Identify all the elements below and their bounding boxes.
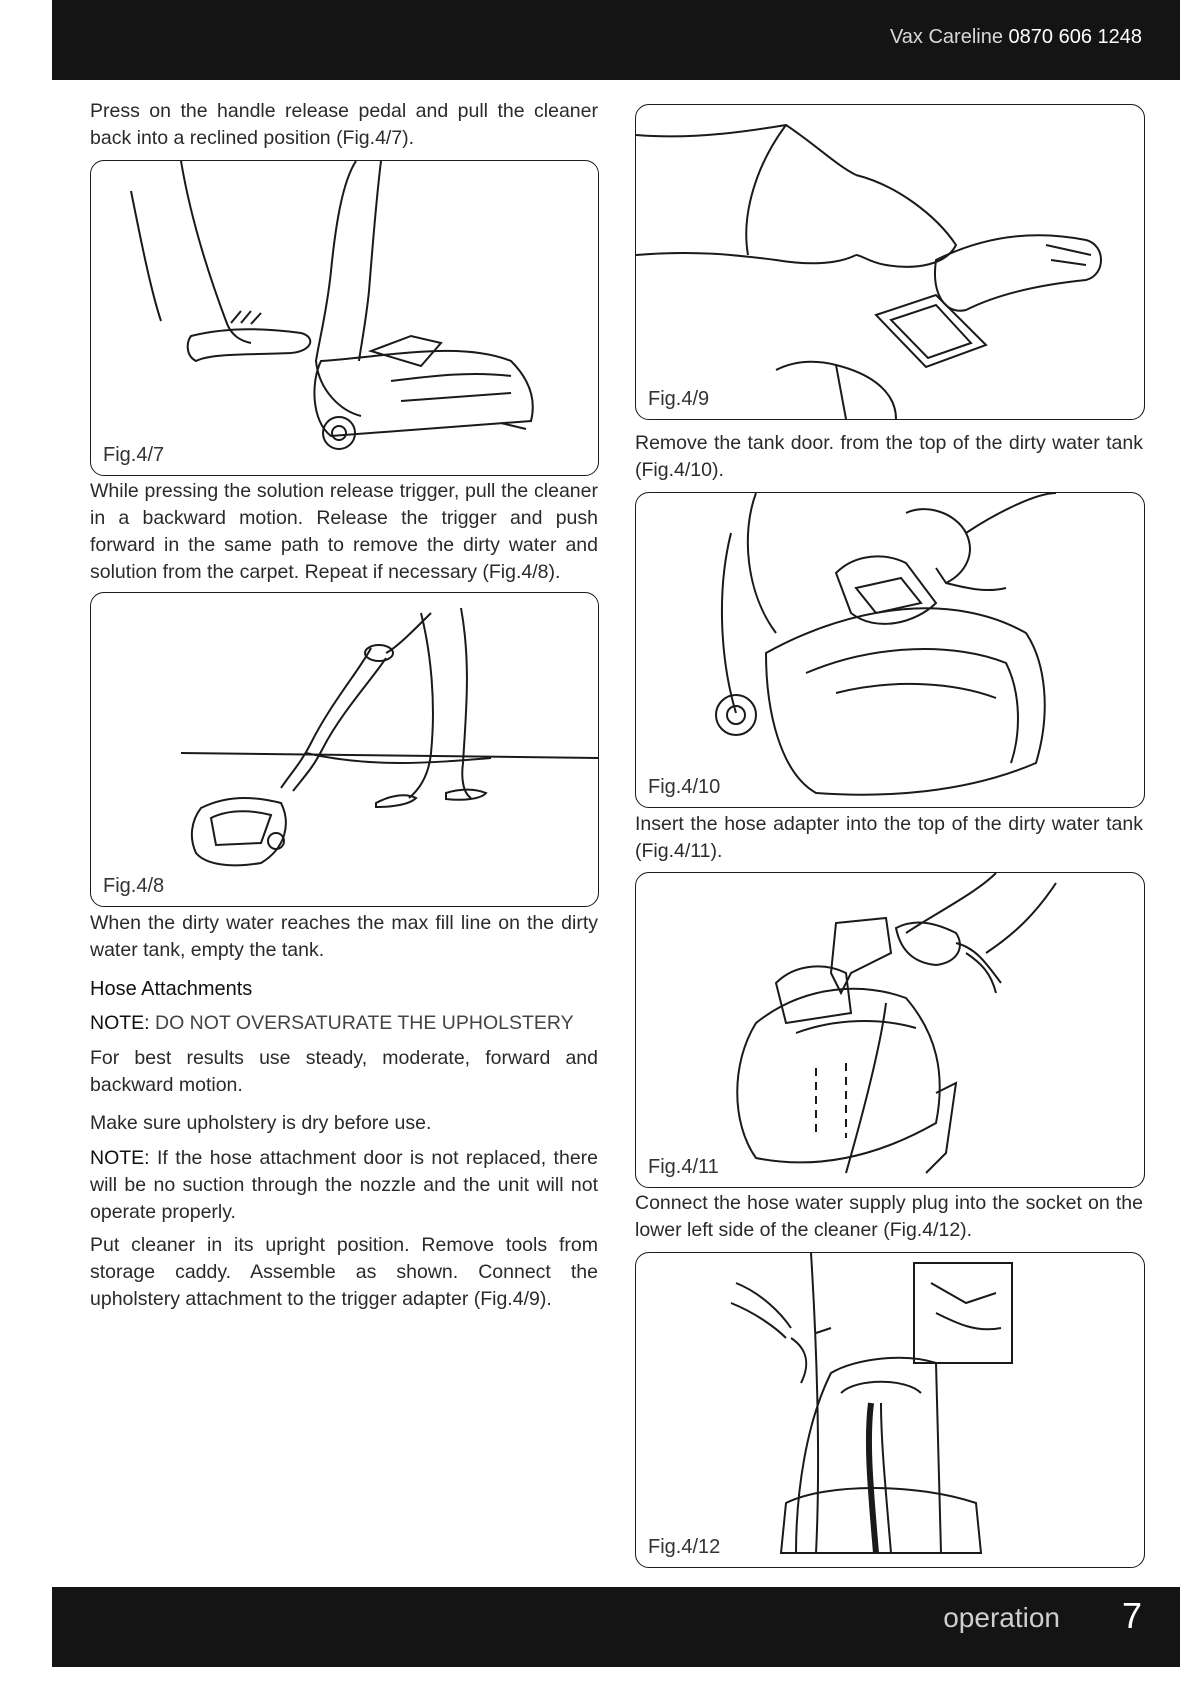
note-label: NOTE:	[90, 1147, 150, 1169]
figure-4-12-illustration	[730, 1253, 1013, 1554]
note-text: If the hose attachment door is not repla…	[90, 1147, 598, 1223]
note-label: NOTE:	[90, 1012, 150, 1034]
right-paragraph-3: Connect the hose water supply plug into …	[635, 1192, 1143, 1241]
figure-4-9: Fig.4/9	[635, 104, 1145, 420]
left-paragraph-4: For best results use steady, moderate, f…	[90, 1047, 598, 1096]
figure-4-7-illustration	[130, 161, 534, 450]
note-oversaturate: NOTE: DO NOT OVERSATURATE THE UPHOLSTERY	[90, 1010, 598, 1037]
figure-4-7-label: Fig.4/7	[103, 444, 165, 466]
figure-4-11-label: Fig.4/11	[648, 1156, 719, 1178]
figure-4-8-illustration	[180, 607, 598, 867]
note-hose-door: NOTE: If the hose attachment door is not…	[90, 1145, 598, 1226]
page-number: 7	[1121, 1595, 1142, 1636]
note-text: DO NOT OVERSATURATE THE UPHOLSTERY	[149, 1012, 574, 1034]
header-bar: Vax Careline 0870 606 1248	[52, 0, 1180, 80]
figure-4-10-illustration	[715, 493, 1057, 796]
left-paragraph-3: When the dirty water reaches the max fil…	[90, 912, 598, 961]
figure-4-8: Fig.4/8	[90, 592, 599, 907]
careline-number: 0870 606 1248	[1008, 26, 1142, 48]
right-paragraph-2: Insert the hose adapter into the top of …	[635, 813, 1143, 862]
figure-4-9-illustration	[636, 123, 1102, 419]
left-paragraph-1: Press on the handle release pedal and pu…	[90, 100, 598, 149]
figure-4-10: Fig.4/10	[635, 492, 1145, 808]
careline-label: Vax Careline	[889, 26, 1003, 48]
section-title: operation	[943, 1602, 1060, 1633]
figure-4-12-label: Fig.4/12	[648, 1536, 721, 1558]
footer-bar: operation 7	[52, 1587, 1180, 1667]
figure-4-9-label: Fig.4/9	[648, 388, 710, 410]
figure-4-11-illustration	[736, 873, 1057, 1174]
right-paragraph-1: Remove the tank door. from the top of th…	[635, 432, 1143, 481]
left-paragraph-6: Put cleaner in its upright position. Rem…	[90, 1234, 598, 1310]
left-paragraph-2: While pressing the solution release trig…	[90, 480, 598, 583]
hose-attachments-heading: Hose Attachments	[90, 978, 253, 1000]
left-paragraph-5: Make sure upholstery is dry before use.	[90, 1112, 432, 1134]
figure-4-7: Fig.4/7	[90, 160, 599, 476]
figure-4-11: Fig.4/11	[635, 872, 1145, 1188]
figure-4-12: Fig.4/12	[635, 1252, 1145, 1568]
figure-4-8-label: Fig.4/8	[103, 875, 165, 897]
figure-4-10-label: Fig.4/10	[648, 776, 721, 798]
careline: Vax Careline 0870 606 1248	[890, 26, 1142, 49]
